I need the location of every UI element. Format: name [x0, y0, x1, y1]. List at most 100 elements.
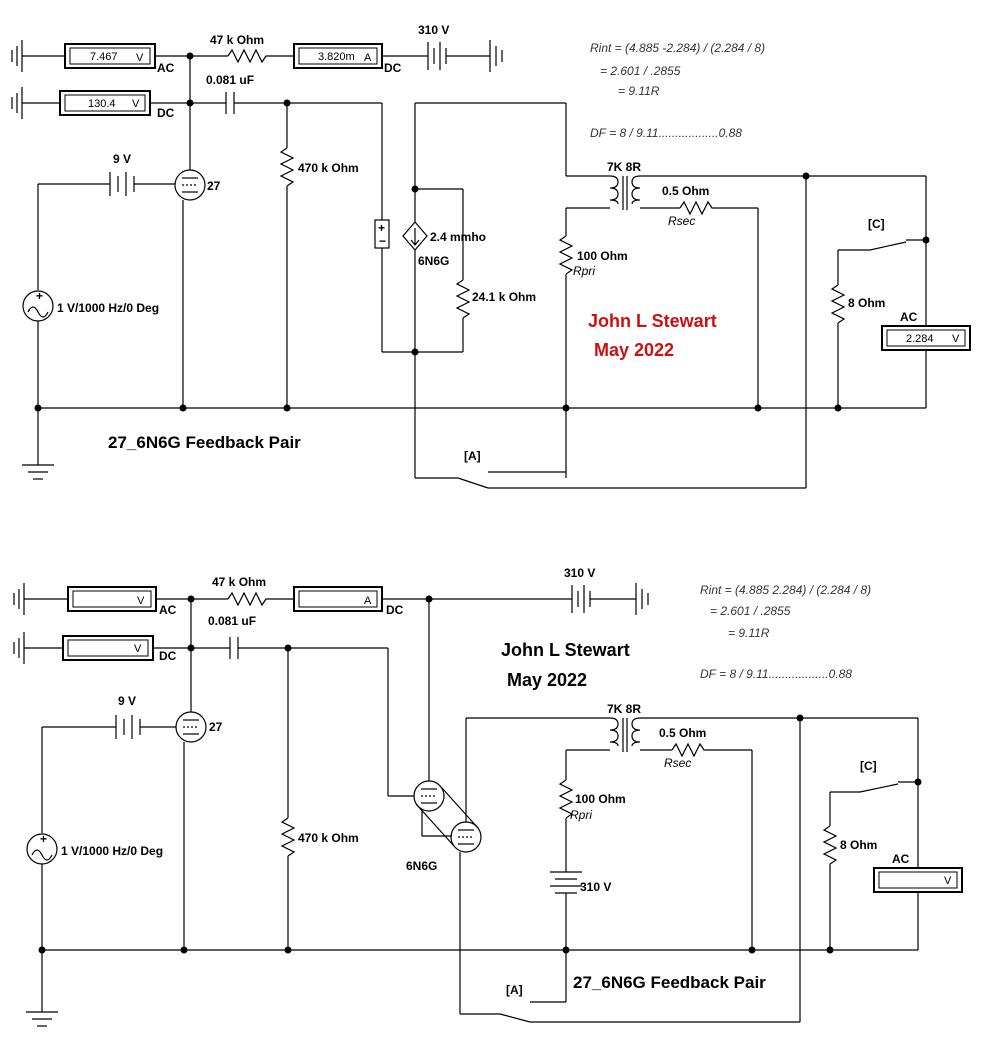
resistor-label: 24.1 k Ohm	[472, 290, 536, 304]
author-date: May 2022	[594, 340, 674, 360]
equation-line: = 9.11R	[618, 84, 660, 98]
transformer-label: 7K 8R	[607, 160, 641, 174]
switch-label: [A]	[464, 449, 481, 463]
equation-line: = 2.601 / .2855	[710, 604, 791, 618]
resistor-47k: 47 k Ohm	[212, 575, 294, 607]
battery-310v: 310 V	[564, 566, 636, 613]
equation-line: Rint = (4.885 -2.284) / (2.284 / 8)	[590, 41, 765, 55]
meter-unit: V	[134, 643, 142, 655]
ground-symbol	[13, 583, 68, 615]
resistor-label: 47 k Ohm	[212, 575, 266, 589]
battery-label: 9 V	[113, 152, 131, 166]
resistor-24k: 24.1 k Ohm	[455, 189, 536, 352]
ground-symbol	[11, 87, 60, 119]
ground-symbol	[635, 583, 649, 615]
ac-source: + 1 V/1000 Hz/0 Deg	[22, 289, 159, 322]
output-voltmeter: AC V	[873, 852, 963, 893]
battery-label: 310 V	[580, 880, 611, 894]
dual-triode-6n6g: 6N6G	[406, 780, 482, 873]
voltage-sense-source: + −	[374, 219, 390, 249]
resistor-rsec: 0.5 Ohm Rsec	[662, 184, 758, 228]
ground-symbol	[489, 40, 503, 72]
capacitor-label: 0.081 uF	[206, 73, 254, 87]
capacitor-label: 0.081 uF	[208, 614, 256, 628]
meter-mode: AC	[159, 603, 177, 617]
dc-ammeter: A DC	[293, 586, 404, 617]
top-schematic: 7.467 V AC 130.4 V DC 47 k Ohm 3.820m A	[11, 23, 971, 489]
tube-label: 27	[209, 720, 223, 734]
svg-text:−: −	[379, 234, 386, 248]
meter-mode: DC	[159, 649, 177, 663]
meter-unit: V	[944, 875, 952, 887]
output-voltmeter: AC 2.284 V	[881, 310, 971, 351]
ground-symbol	[26, 1011, 58, 1027]
resistor-label: 47 k Ohm	[210, 33, 264, 47]
switch-a[interactable]: [A]	[499, 983, 800, 1023]
meter-reading: 2.284	[906, 333, 934, 345]
resistor-speaker: 8 Ohm	[822, 825, 877, 950]
resistor-name: Rsec	[668, 214, 695, 228]
meter-unit: V	[137, 595, 145, 607]
battery-310v: 310 V	[418, 23, 490, 70]
ground-symbol	[11, 40, 65, 72]
switch-a[interactable]: [A]	[457, 449, 806, 489]
battery-9v: 9 V	[38, 152, 175, 196]
svg-text:+: +	[378, 221, 385, 235]
meter-mode: AC	[900, 310, 918, 324]
battery-label: 310 V	[418, 23, 449, 37]
switch-c[interactable]: [C]	[829, 759, 922, 826]
meter-mode: DC	[384, 61, 402, 75]
meter-reading: 130.4	[88, 98, 116, 110]
diagram-title: 27_6N6G Feedback Pair	[108, 433, 301, 452]
transconductance-label: 2.4 mmho	[430, 230, 486, 244]
switch-label: [C]	[868, 217, 885, 231]
meter-reading: 7.467	[90, 51, 118, 63]
meter-unit: V	[132, 98, 140, 110]
meter-mode: AC	[892, 852, 910, 866]
resistor-470k: 470 k Ohm	[279, 103, 359, 408]
diagram-title: 27_6N6G Feedback Pair	[573, 973, 766, 992]
resistor-name: Rsec	[664, 756, 691, 770]
resistor-label: 8 Ohm	[848, 296, 885, 310]
resistor-label: 470 k Ohm	[298, 831, 359, 845]
ac-voltmeter: V AC	[67, 586, 177, 617]
transformer-label: 7K 8R	[607, 702, 641, 716]
bottom-schematic: V AC V DC 47 k Ohm A DC	[13, 566, 963, 1027]
capacitor: 0.081 uF	[206, 73, 382, 114]
svg-text:+: +	[36, 289, 43, 303]
resistor-47k: 47 k Ohm	[210, 33, 294, 64]
triode-27: 27	[174, 169, 221, 201]
resistor-name: Rpri	[573, 264, 595, 278]
meter-unit: A	[364, 52, 372, 64]
resistor-label: 100 Ohm	[575, 792, 626, 806]
battery-label: 310 V	[564, 566, 595, 580]
output-transformer: 7K 8R	[607, 702, 641, 752]
switch-label: [C]	[860, 759, 877, 773]
meter-unit: V	[136, 52, 144, 64]
ground-symbol	[13, 632, 63, 664]
battery-9v: 9 V	[42, 694, 176, 739]
meter-reading: 3.820m	[318, 51, 355, 63]
author-date: May 2022	[507, 670, 587, 690]
dc-voltmeter: 130.4 V DC	[59, 90, 175, 120]
source-label: 1 V/1000 Hz/0 Deg	[57, 301, 159, 315]
meter-mode: AC	[157, 61, 175, 75]
switch-c[interactable]: [C]	[837, 217, 930, 285]
tube-label: 27	[207, 179, 221, 193]
meter-unit: A	[364, 595, 372, 607]
resistor-label: 470 k Ohm	[298, 161, 359, 175]
equation-line: DF = 8 / 9.11..................0.88	[700, 667, 852, 681]
equation-line: Rint = (4.885 2.284) / (2.284 / 8)	[700, 583, 871, 597]
tube-label: 6N6G	[418, 254, 449, 268]
meter-mode: DC	[157, 106, 175, 120]
output-transformer: 7K 8R	[607, 160, 641, 210]
meter-unit: V	[952, 333, 960, 345]
ac-source: + 1 V/1000 Hz/0 Deg	[26, 832, 163, 865]
ac-voltmeter: 7.467 V AC	[64, 43, 175, 75]
meter-mode: DC	[386, 603, 404, 617]
battery-label: 9 V	[118, 694, 136, 708]
equation-line: = 9.11R	[728, 626, 770, 640]
dc-voltmeter: V DC	[62, 635, 177, 663]
